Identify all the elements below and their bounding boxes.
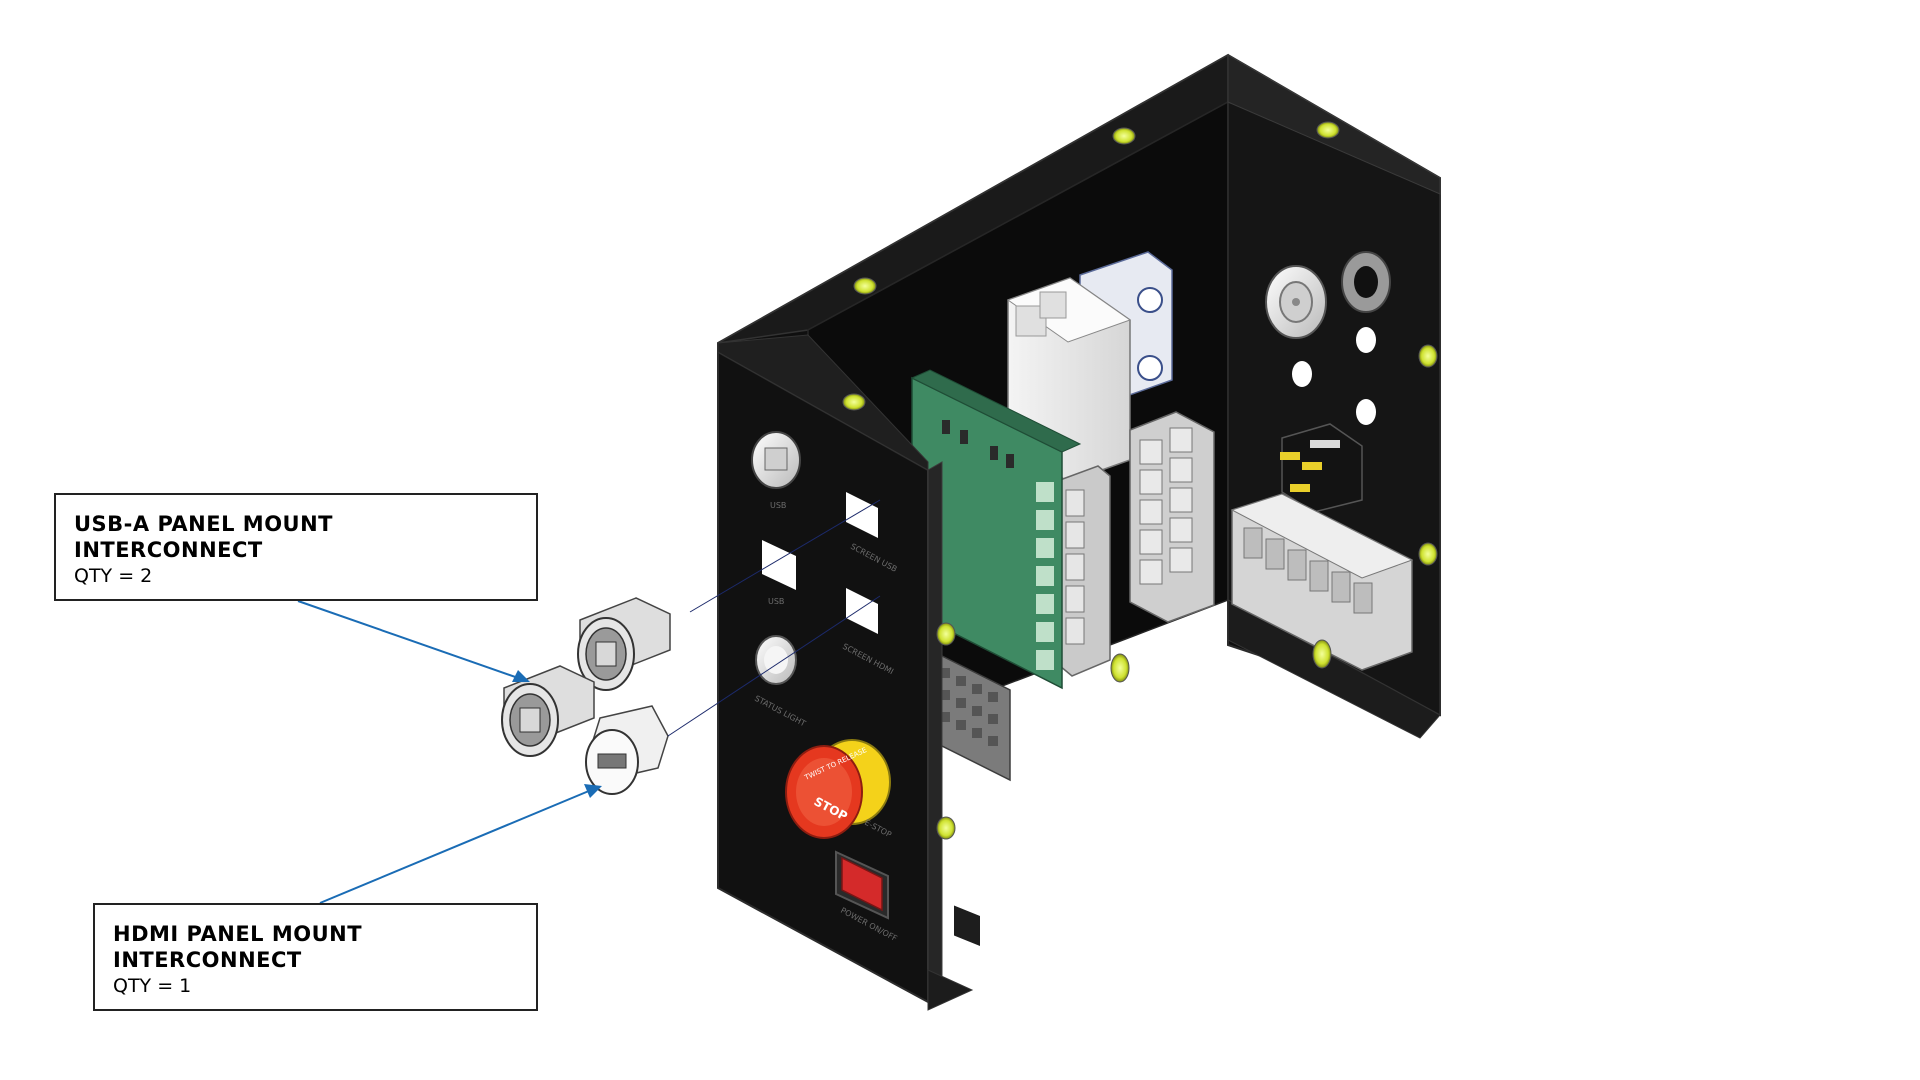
mount-hole xyxy=(1356,327,1376,353)
screw xyxy=(842,393,866,411)
hdmi-callout-title: HDMI PANEL MOUNT INTERCONNECT xyxy=(113,922,363,972)
hdmi-callout-box: HDMI PANEL MOUNT INTERCONNECT QTY = 1 xyxy=(93,903,538,1011)
terminal-block-side xyxy=(1230,493,1414,671)
screw xyxy=(1316,121,1340,139)
pcb-board xyxy=(910,369,1082,946)
power-switch xyxy=(835,850,889,920)
din-rail-components xyxy=(1006,251,1173,483)
usb-callout-qty: QTY = 2 xyxy=(74,565,153,587)
usb-callout-box: USB-A PANEL MOUNT INTERCONNECT QTY = 2 xyxy=(54,493,538,601)
label-usb: USB xyxy=(770,501,786,510)
assembly-guide-line xyxy=(689,499,881,613)
status-light xyxy=(755,635,797,685)
circular-connector xyxy=(1265,265,1327,339)
enclosure-right-wall xyxy=(1227,54,1441,739)
standoff xyxy=(1312,639,1332,669)
screw xyxy=(1418,542,1438,566)
relay xyxy=(1280,423,1363,513)
hdmi-leader-line xyxy=(319,784,602,904)
screw xyxy=(936,816,956,840)
hdmi-connector xyxy=(585,705,669,795)
mounting-screws xyxy=(842,121,1438,840)
screw xyxy=(853,277,877,295)
usb-a-connector-2 xyxy=(501,665,595,757)
mount-hole xyxy=(1292,361,1312,387)
terminal-block-center xyxy=(1129,411,1215,623)
label-usb-2: USB xyxy=(768,597,784,606)
usb-cutout xyxy=(762,540,796,590)
terminal-block-left xyxy=(1059,465,1111,677)
usb-port-mounted xyxy=(751,431,801,489)
usb-leader-line xyxy=(297,600,530,682)
screen-usb-cutout xyxy=(846,492,878,538)
screw xyxy=(1418,344,1438,368)
screw xyxy=(936,622,956,646)
assembly-guide-line xyxy=(667,595,881,737)
screen-hdmi-cutout xyxy=(846,588,878,634)
cable-grommet xyxy=(1341,251,1391,313)
enclosure-front-panel: USB SCREEN USB USB SCREEN HDMI STATUS LI… xyxy=(717,334,974,1011)
usb-a-connector-1 xyxy=(577,597,671,691)
mount-hole xyxy=(1356,399,1376,425)
standoff xyxy=(1110,653,1130,683)
usb-callout-title: USB-A PANEL MOUNT INTERCONNECT xyxy=(74,512,333,562)
screw xyxy=(1112,127,1136,145)
hdmi-callout-qty: QTY = 1 xyxy=(113,975,192,997)
e-stop-button: TWIST TO RELEASE STOP xyxy=(785,739,891,839)
